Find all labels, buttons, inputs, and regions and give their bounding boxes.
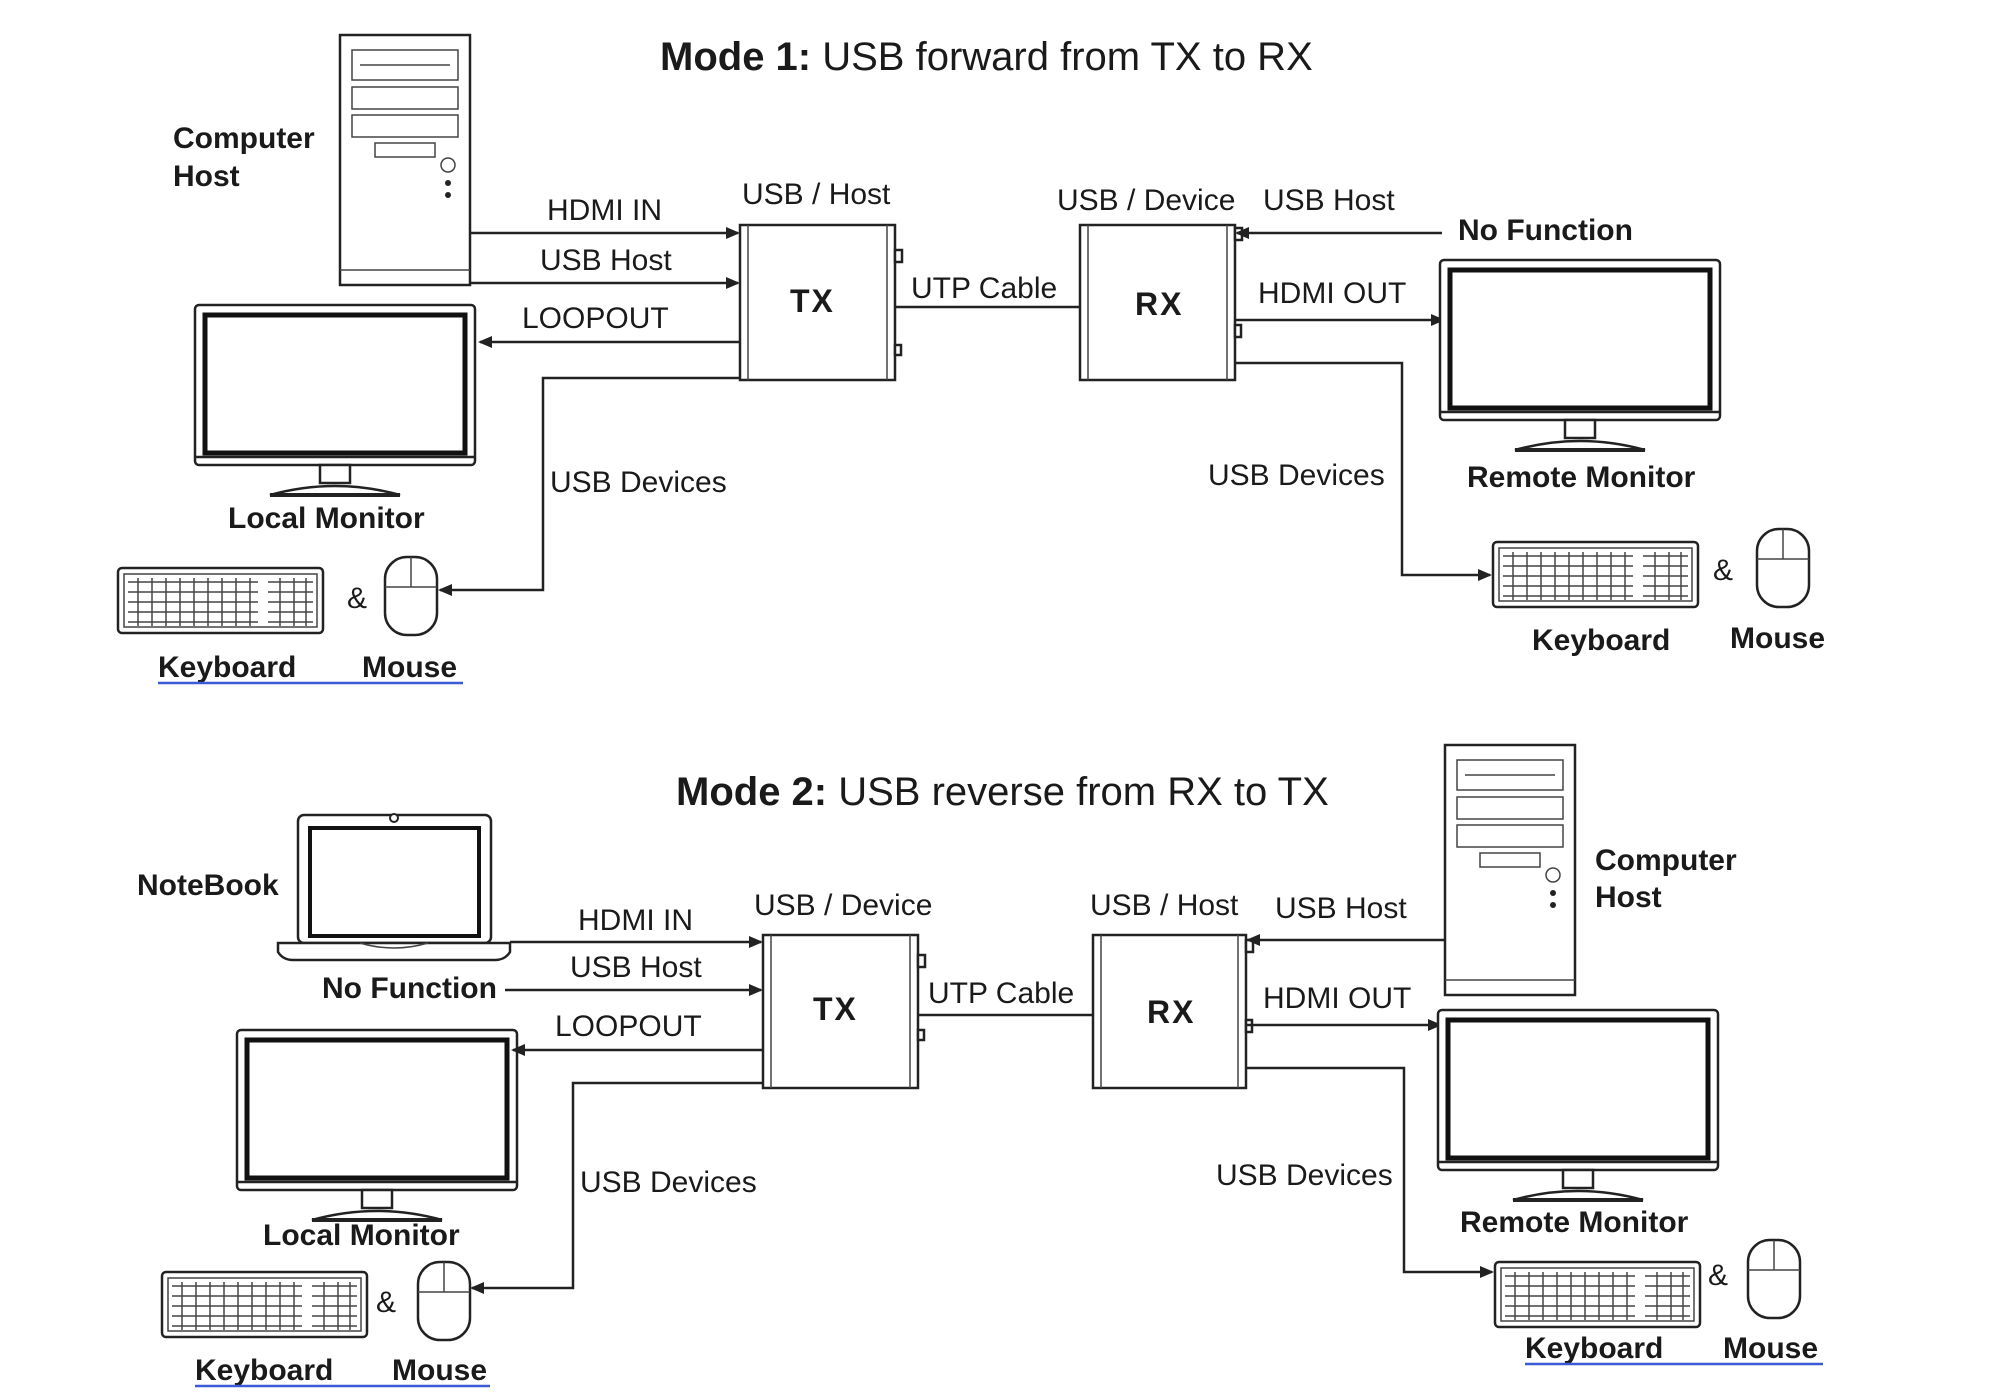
hdmi-out-label: HDMI OUT xyxy=(1258,277,1406,310)
local-monitor-icon xyxy=(195,305,475,495)
computer-host-icon xyxy=(338,33,472,287)
remote-monitor-icon xyxy=(1440,260,1720,450)
computer-host-icon-2 xyxy=(1443,743,1577,997)
mouse-left-label: Mouse xyxy=(362,651,457,684)
rx-unit-2 xyxy=(1091,933,1248,1090)
tx-unit-2 xyxy=(761,933,920,1090)
ampersand-left: & xyxy=(347,582,367,615)
utp-cable-label-2: UTP Cable xyxy=(928,977,1074,1010)
rx-label: RX xyxy=(1135,286,1183,322)
loopout-label: LOOPOUT xyxy=(522,302,669,335)
tx-label: TX xyxy=(790,283,835,319)
usb-devices-left-line xyxy=(438,376,740,596)
remote-monitor-label-2: Remote Monitor xyxy=(1460,1206,1689,1239)
rx-usb-host-label: USB Host xyxy=(1263,184,1395,217)
mouse-right-label-2: Mouse xyxy=(1723,1332,1818,1365)
usb-devices-right-line-2 xyxy=(1246,1066,1494,1278)
keyboard-left-label-2: Keyboard xyxy=(195,1354,333,1387)
notebook-label: NoteBook xyxy=(137,869,279,902)
mouse-left-label-2: Mouse xyxy=(392,1354,487,1387)
usb-devices-left-label: USB Devices xyxy=(550,466,727,499)
mouse-left-icon xyxy=(383,555,439,637)
hdmi-out-label-2: HDMI OUT xyxy=(1263,982,1411,1015)
notebook-icon xyxy=(276,813,512,962)
rx-label-2: RX xyxy=(1147,994,1195,1030)
keyboard-right-icon-2 xyxy=(1493,1260,1702,1329)
mouse-right-icon-2 xyxy=(1746,1238,1802,1320)
mouse-right-icon xyxy=(1755,527,1811,609)
rx-unit xyxy=(1078,223,1237,382)
rx-usb-host-label-2: USB Host xyxy=(1275,892,1407,925)
no-function-label: No Function xyxy=(1458,214,1633,247)
computer-host-label-line2: Host xyxy=(173,160,240,193)
local-monitor-label-2: Local Monitor xyxy=(263,1219,460,1252)
keyboard-left-icon xyxy=(116,566,325,635)
computer-host-label-line1: Computer xyxy=(173,122,315,155)
tx-unit xyxy=(738,223,897,382)
ampersand-right: & xyxy=(1713,554,1733,587)
loopout-label-2: LOOPOUT xyxy=(555,1010,702,1043)
local-monitor-label: Local Monitor xyxy=(228,502,425,535)
mode-2-title: Mode 2: USB reverse from RX to TX xyxy=(676,770,1329,814)
computer-host-label-2-line2: Host xyxy=(1595,881,1662,914)
usb-devices-left-label-2: USB Devices xyxy=(580,1166,757,1199)
mode-1-title: Mode 1: USB forward from TX to RX xyxy=(660,35,1313,79)
no-function-label-2: No Function xyxy=(322,972,497,1005)
utp-cable-label: UTP Cable xyxy=(911,272,1057,305)
rx-port-label: USB / Device xyxy=(1057,184,1235,217)
hdmi-in-label-2: HDMI IN xyxy=(578,904,693,937)
hdmi-in-label: HDMI IN xyxy=(547,194,662,227)
keyboard-left-icon-2 xyxy=(160,1270,369,1339)
remote-monitor-icon-2 xyxy=(1438,1010,1718,1200)
keyboard-left-label: Keyboard xyxy=(158,651,296,684)
usb-host-label: USB Host xyxy=(540,244,672,277)
usb-host-label-2: USB Host xyxy=(570,951,702,984)
tx-port-label-2: USB / Device xyxy=(754,889,932,922)
tx-port-label: USB / Host xyxy=(742,178,891,211)
keyboard-right-icon xyxy=(1491,540,1700,609)
usb-devices-right-label-2: USB Devices xyxy=(1216,1159,1393,1192)
ampersand-right-2: & xyxy=(1708,1259,1728,1292)
usb-devices-left-line-2 xyxy=(470,1081,763,1294)
tx-label-2: TX xyxy=(813,991,858,1027)
mouse-right-label: Mouse xyxy=(1730,622,1825,655)
computer-host-label-2-line1: Computer xyxy=(1595,844,1737,877)
keyboard-right-label: Keyboard xyxy=(1532,624,1670,657)
local-monitor-icon-2 xyxy=(237,1030,517,1220)
keyboard-right-label-2: Keyboard xyxy=(1525,1332,1663,1365)
rx-port-label-2: USB / Host xyxy=(1090,889,1239,922)
mouse-left-icon-2 xyxy=(416,1260,472,1342)
ampersand-left-2: & xyxy=(376,1286,396,1319)
remote-monitor-label: Remote Monitor xyxy=(1467,461,1696,494)
mode-1-section: Mode 1: USB forward from TX to RX Comput… xyxy=(116,33,1825,685)
usb-devices-right-line xyxy=(1235,361,1492,581)
usb-devices-right-label: USB Devices xyxy=(1208,459,1385,492)
mode-2-section: Mode 2: USB reverse from RX to TX NoteBo… xyxy=(137,743,1823,1388)
